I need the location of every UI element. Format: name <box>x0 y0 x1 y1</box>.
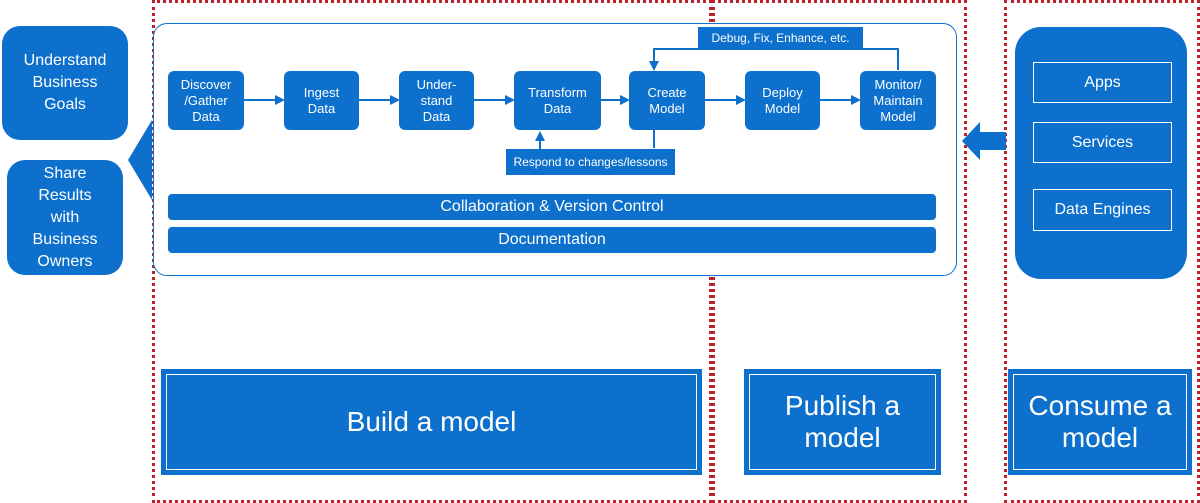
consume-data-engines-box: Data Engines <box>1033 189 1172 231</box>
consume-panel <box>1015 27 1187 279</box>
respond-to-changes-label: Respond to changes/lessons <box>506 149 675 175</box>
publish-a-model-box: Publish a model <box>744 369 941 475</box>
documentation-bar: Documentation <box>168 227 936 253</box>
step-monitor-maintain-model: Monitor/ Maintain Model <box>860 71 936 130</box>
consume-a-model-box: Consume a model <box>1008 369 1192 475</box>
step-understand-data: Under- stand Data <box>399 71 474 130</box>
consume-region <box>1004 0 1200 503</box>
share-results-box: Share Results with Business Owners <box>7 160 123 275</box>
build-a-model-box: Build a model <box>161 369 702 475</box>
step-create-model: Create Model <box>629 71 705 130</box>
publish-a-model-label: Publish a model <box>784 390 901 453</box>
debug-loop-line <box>649 48 899 71</box>
debug-fix-enhance-label: Debug, Fix, Enhance, etc. <box>698 27 863 49</box>
consume-to-pipeline-arrow <box>962 122 1006 160</box>
consume-services-box: Services <box>1033 122 1172 163</box>
step-discover-gather-data: Discover /Gather Data <box>168 71 244 130</box>
consume-apps-box: Apps <box>1033 62 1172 103</box>
consume-a-model-label: Consume a model <box>1028 390 1172 453</box>
step-deploy-model: Deploy Model <box>745 71 820 130</box>
step-ingest-data: Ingest Data <box>284 71 359 130</box>
step-transform-data: Transform Data <box>514 71 601 130</box>
collaboration-version-control-bar: Collaboration & Version Control <box>168 194 936 220</box>
build-a-model-label: Build a model <box>346 406 517 437</box>
understand-business-goals-box: Understand Business Goals <box>2 26 128 140</box>
